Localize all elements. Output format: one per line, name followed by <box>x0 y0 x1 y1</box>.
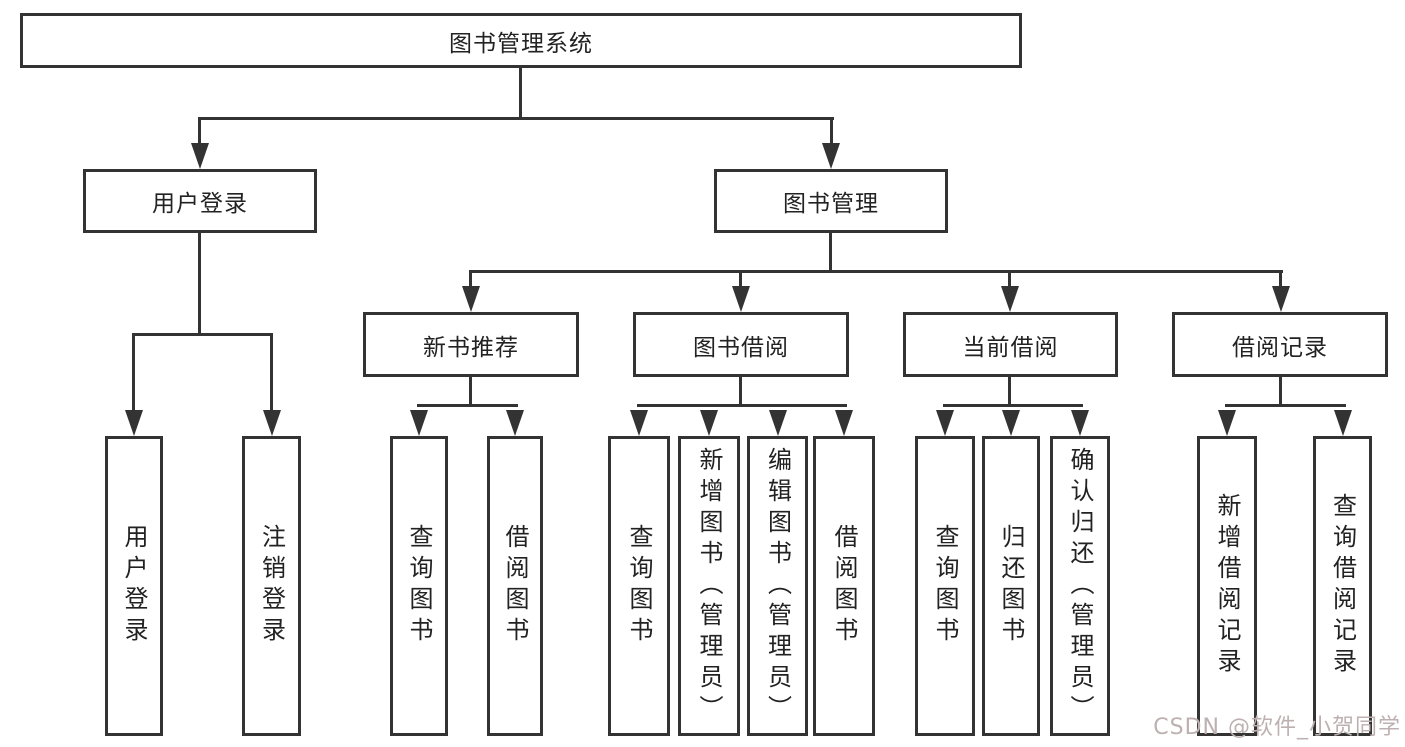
leaf-borrow-book-2-label: 借阅图书 <box>830 524 858 648</box>
arrow-to-return-book <box>1002 410 1020 436</box>
connector-root-stem <box>519 68 522 119</box>
leaf-add-book-admin: 新增图书（管理员） <box>678 436 740 736</box>
connector-level2-bar <box>198 117 834 120</box>
node-user-login: 用户登录 <box>83 169 317 233</box>
leaf-return-book: 归还图书 <box>982 436 1040 736</box>
connector-records-stem <box>1279 377 1282 407</box>
leaf-borrow-book-1-label: 借阅图书 <box>501 524 529 648</box>
leaf-query-book-3-label: 查询图书 <box>931 524 959 648</box>
arrow-to-add-record <box>1218 410 1236 436</box>
arrow-to-book-mgmt <box>822 143 840 169</box>
leaf-borrow-book-2: 借阅图书 <box>813 436 875 736</box>
node-book-mgmt: 图书管理 <box>714 169 948 233</box>
connector-book-borrow-stem <box>739 377 742 407</box>
arrow-to-borrow-book-1 <box>506 410 524 436</box>
arrow-to-edit-book <box>769 410 787 436</box>
node-new-book-rec: 新书推荐 <box>363 312 579 377</box>
leaf-logout: 注销登录 <box>242 436 301 736</box>
leaf-query-book-1: 查询图书 <box>390 436 448 736</box>
arrow-to-book-borrow <box>732 286 750 312</box>
node-root: 图书管理系统 <box>20 13 1022 68</box>
connector-borrow-drop <box>739 270 742 288</box>
arrow-to-borrow-records <box>1272 286 1290 312</box>
arrow-to-query-record <box>1334 410 1352 436</box>
leaf-query-book-1-label: 查询图书 <box>405 524 433 648</box>
leaf-query-borrow-record-label: 查询借阅记录 <box>1328 493 1357 679</box>
connector-new-book-drop <box>469 270 472 288</box>
leaf-return-book-label: 归还图书 <box>997 524 1025 648</box>
leaf-logout-label: 注销登录 <box>257 524 286 648</box>
leaf-edit-book-admin: 编辑图书（管理员） <box>747 436 808 736</box>
leaf-query-book-2-label: 查询图书 <box>625 524 653 648</box>
leaf-edit-book-admin-label: 编辑图书（管理员） <box>763 446 792 726</box>
connector-logout-drop <box>270 333 273 412</box>
arrow-to-current-borrow <box>1001 286 1019 312</box>
connector-new-book-bar <box>417 404 518 407</box>
connector-login-drop <box>132 333 135 412</box>
leaf-user-login-label: 用户登录 <box>120 524 148 648</box>
arrow-to-query-book-3 <box>936 410 954 436</box>
leaf-add-borrow-record-label: 新增借阅记录 <box>1213 493 1241 679</box>
csdn-watermark: CSDN @软件_小贺同学 <box>1153 715 1401 740</box>
leaf-confirm-return-admin-label: 确认归还（管理员） <box>1066 446 1094 726</box>
leaf-add-book-admin-label: 新增图书（管理员） <box>695 446 723 726</box>
arrow-to-confirm-return <box>1071 410 1089 436</box>
arrow-to-borrow-book-2 <box>835 410 853 436</box>
arrow-to-logout-leaf <box>263 410 281 436</box>
leaf-user-login: 用户登录 <box>105 436 163 736</box>
connector-current-drop <box>1008 270 1011 288</box>
node-current-borrow: 当前借阅 <box>903 312 1118 377</box>
node-book-borrow: 图书借阅 <box>633 312 849 377</box>
connector-current-stem <box>1008 377 1011 407</box>
connector-user-login-drop <box>198 117 201 145</box>
node-user-login-label: 用户登录 <box>152 191 248 217</box>
connector-records-bar <box>1225 404 1346 407</box>
leaf-borrow-book-1: 借阅图书 <box>487 436 543 736</box>
node-root-label: 图书管理系统 <box>449 30 593 57</box>
leaf-query-borrow-record: 查询借阅记录 <box>1313 436 1372 736</box>
arrow-to-new-book-rec <box>462 286 480 312</box>
node-borrow-records: 借阅记录 <box>1172 312 1388 377</box>
connector-current-bar <box>943 404 1083 407</box>
connector-book-mgmt-drop <box>830 117 833 145</box>
connector-book-mgmt-stem <box>829 233 832 273</box>
leaf-confirm-return-admin: 确认归还（管理员） <box>1050 436 1110 736</box>
node-book-mgmt-label: 图书管理 <box>783 191 879 217</box>
arrow-to-login-leaf <box>125 410 143 436</box>
arrow-to-add-book <box>700 410 718 436</box>
arrow-to-query-book-2 <box>630 410 648 436</box>
node-borrow-records-label: 借阅记录 <box>1232 334 1328 361</box>
connector-level3-bar <box>469 270 1283 273</box>
node-current-borrow-label: 当前借阅 <box>962 334 1059 361</box>
connector-new-book-stem <box>469 377 472 407</box>
node-book-borrow-label: 图书借阅 <box>693 334 789 361</box>
leaf-add-borrow-record: 新增借阅记录 <box>1197 436 1257 736</box>
leaf-query-book-3: 查询图书 <box>915 436 975 736</box>
leaf-query-book-2: 查询图书 <box>608 436 670 736</box>
connector-user-login-bar <box>132 333 273 336</box>
connector-book-borrow-bar <box>637 404 847 407</box>
node-new-book-rec-label: 新书推荐 <box>423 334 519 361</box>
connector-user-login-stem <box>198 233 201 335</box>
arrow-to-user-login <box>191 143 209 169</box>
arrow-to-query-book-1 <box>410 410 428 436</box>
connector-records-drop <box>1279 270 1282 288</box>
